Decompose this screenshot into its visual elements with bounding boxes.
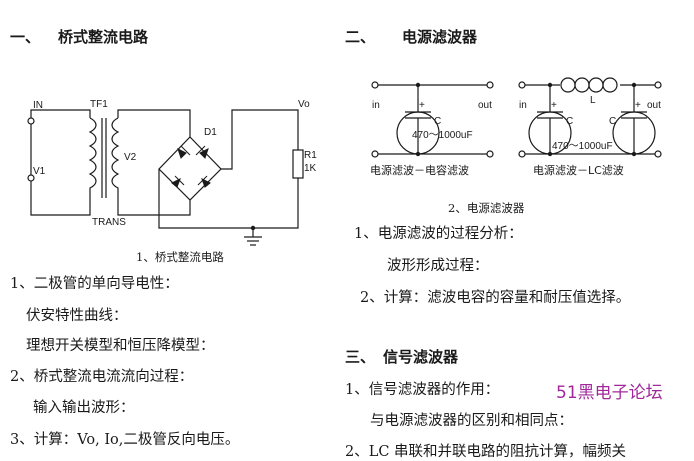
watermark-logo: 51黑电子论坛 bbox=[556, 383, 663, 403]
label-r1-value: 1K bbox=[304, 163, 317, 174]
resistor-r1 bbox=[292, 149, 304, 179]
junction-dot bbox=[250, 225, 256, 231]
caption-lc-filter: 电源滤波－LC滤波 bbox=[533, 163, 624, 177]
label-in: IN bbox=[33, 100, 43, 111]
label-c1-plus: + bbox=[419, 100, 425, 111]
right-item-1: 1、电源滤波的过程分析： bbox=[354, 226, 523, 242]
diode-symbols bbox=[171, 145, 211, 188]
secondary-coil bbox=[111, 117, 120, 197]
left-item-6: 3、计算：Vo, Io,二极管反向电压。 bbox=[10, 432, 240, 448]
bridge bbox=[158, 136, 222, 201]
left-item-1: 1、二极管的单向导电性： bbox=[10, 276, 179, 292]
left-item-2: 伏安特性曲线： bbox=[26, 308, 128, 324]
label-v2: V2 bbox=[124, 152, 137, 163]
right-item-2: 波形形成过程： bbox=[387, 258, 489, 274]
label-d1: D1 bbox=[204, 127, 217, 138]
section3-number: 三、 bbox=[345, 348, 376, 366]
primary-coil bbox=[88, 117, 97, 197]
label-lc-plus1: + bbox=[551, 100, 557, 111]
label-lc-c1: C bbox=[566, 116, 573, 127]
label-lc-in: in bbox=[519, 100, 527, 111]
left-item-4: 2、桥式整流电流流向过程： bbox=[10, 369, 194, 385]
section2-number: 二、 bbox=[345, 28, 376, 46]
label-c1-c: C bbox=[434, 116, 441, 127]
figure1-caption: 1、桥式整流电路 bbox=[136, 250, 224, 264]
right-item-5: 与电源滤波器的区别和相同点： bbox=[370, 413, 573, 429]
label-c1-out: out bbox=[478, 100, 492, 111]
right-item-6: 2、LC 串联和并联电路的阻抗计算，幅频关 bbox=[345, 444, 627, 460]
right-item-3: 2、计算：滤波电容的容量和耐压值选择。 bbox=[360, 290, 631, 306]
left-item-3: 理想开关模型和恒压降模型： bbox=[26, 338, 215, 354]
capacitor-filter-circuit bbox=[371, 81, 494, 158]
label-vo: Vo bbox=[298, 99, 310, 110]
figure2-caption: 2、电源滤波器 bbox=[448, 201, 525, 215]
label-lc-value: 470～1000uF bbox=[552, 141, 613, 152]
section1-title: 桥式整流电路 bbox=[58, 28, 149, 46]
label-r1: R1 bbox=[304, 150, 317, 161]
bridge-rectifier-circuit bbox=[27, 109, 304, 246]
caption-capacitor-filter: 电源滤波－电容滤波 bbox=[370, 163, 469, 177]
label-lc-plus2: + bbox=[635, 100, 641, 111]
label-c1-value: 470～1000uF bbox=[412, 130, 473, 141]
terminal-top bbox=[27, 117, 35, 125]
label-lc-c2: C bbox=[609, 116, 616, 127]
label-lc-out: out bbox=[647, 100, 661, 111]
section2-title: 电源滤波器 bbox=[402, 28, 478, 46]
label-tf1: TF1 bbox=[90, 99, 108, 110]
label-v1: V1 bbox=[33, 166, 46, 177]
label-trans: TRANS bbox=[92, 217, 126, 228]
section3-title: 信号滤波器 bbox=[383, 348, 459, 366]
right-item-4: 1、信号滤波器的作用： bbox=[345, 382, 500, 398]
label-lc-l: L bbox=[590, 95, 596, 106]
left-item-5: 输入输出波形： bbox=[33, 400, 135, 416]
section1-number: 一、 bbox=[10, 28, 41, 46]
label-c1-in: in bbox=[372, 100, 380, 111]
